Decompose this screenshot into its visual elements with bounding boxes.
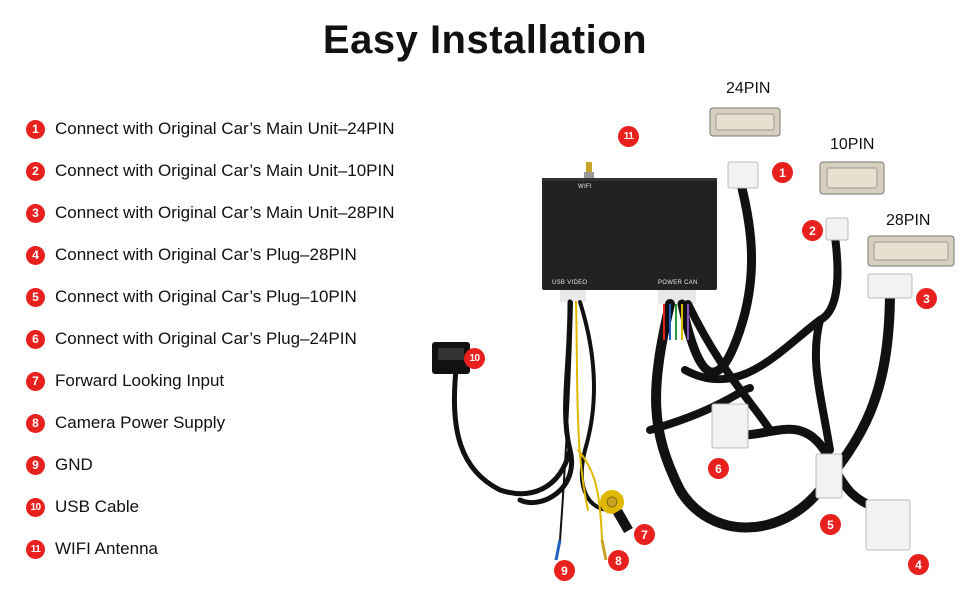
number-badge: 9 bbox=[26, 455, 45, 475]
legend-item: 8 Camera Power Supply bbox=[26, 402, 456, 444]
number-badge: 8 bbox=[26, 413, 45, 433]
number-badge: 5 bbox=[26, 287, 45, 307]
wiring-diagram: WIFI USB VIDEO POWER CAN 24PIN 10PIN 28P… bbox=[420, 70, 970, 600]
legend-item: 3 Connect with Original Car’s Main Unit–2… bbox=[26, 192, 456, 234]
interface-box bbox=[542, 178, 717, 290]
wifi-label: WIFI bbox=[578, 184, 592, 190]
number-badge: 11 bbox=[26, 539, 45, 559]
legend-item: 7 Forward Looking Input bbox=[26, 360, 456, 402]
plug-10pin-unit bbox=[825, 217, 849, 241]
callout-11: 11 bbox=[618, 126, 639, 147]
legend-text: Camera Power Supply bbox=[55, 413, 226, 432]
number-badge: 2 bbox=[26, 161, 45, 181]
main-harness bbox=[646, 175, 895, 533]
plug-10pin-car bbox=[815, 453, 843, 499]
number-badge: 3 bbox=[26, 203, 45, 223]
legend-item: 11 WIFI Antenna bbox=[26, 528, 456, 570]
number-badge: 6 bbox=[26, 329, 45, 349]
legend-text: WIFI Antenna bbox=[55, 539, 158, 558]
legend-text: Connect with Original Car’s Main Unit–28… bbox=[55, 203, 395, 222]
pin-label-10pin: 10PIN bbox=[830, 136, 875, 153]
callout-8: 8 bbox=[608, 550, 629, 571]
power-wire bbox=[600, 539, 608, 561]
legend-text: Connect with Original Car’s Main Unit–10… bbox=[55, 161, 395, 180]
pin-diagram-24pin-icon bbox=[709, 107, 781, 137]
callout-6: 6 bbox=[708, 458, 729, 479]
pin-diagram-28pin-icon bbox=[867, 235, 955, 267]
gnd-wire bbox=[554, 539, 562, 561]
pin-label-28pin: 28PIN bbox=[886, 212, 931, 229]
pin-label-24pin: 24PIN bbox=[726, 80, 771, 97]
legend-text: GND bbox=[55, 455, 93, 474]
legend-text: Forward Looking Input bbox=[55, 371, 225, 390]
callout-4: 4 bbox=[908, 554, 929, 575]
plug-24pin-car bbox=[711, 403, 749, 449]
plug-28pin-unit bbox=[867, 273, 913, 299]
power-can-label: POWER CAN bbox=[658, 280, 698, 286]
wiring-illustration bbox=[432, 107, 955, 561]
number-badge: 1 bbox=[26, 119, 45, 139]
callout-5: 5 bbox=[820, 514, 841, 535]
legend-item: 9 GND bbox=[26, 444, 456, 486]
plug-24pin-unit bbox=[727, 161, 759, 189]
legend-item: 1 Connect with Original Car’s Main Unit–2… bbox=[26, 108, 456, 150]
number-badge: 7 bbox=[26, 371, 45, 391]
legend-text: Connect with Original Car’s Plug–24PIN bbox=[55, 329, 357, 348]
legend-text: Connect with Original Car’s Plug–10PIN bbox=[55, 287, 357, 306]
plug-28pin-car bbox=[865, 499, 911, 551]
callout-3: 3 bbox=[916, 288, 937, 309]
callout-9: 9 bbox=[554, 560, 575, 581]
number-badge: 4 bbox=[26, 245, 45, 265]
pin-diagram-10pin-icon bbox=[819, 161, 885, 195]
power-wires bbox=[663, 304, 689, 340]
callout-7: 7 bbox=[634, 524, 655, 545]
callout-2: 2 bbox=[802, 220, 823, 241]
usb-video-label: USB VIDEO bbox=[552, 280, 588, 286]
usb-cable-icon bbox=[432, 342, 573, 497]
legend-text: USB Cable bbox=[55, 497, 140, 516]
wifi-antenna-icon bbox=[584, 162, 594, 180]
video-harness bbox=[517, 299, 612, 541]
legend-item: 5 Connect with Original Car’s Plug–10PIN bbox=[26, 276, 456, 318]
callout-1: 1 bbox=[772, 162, 793, 183]
number-badge: 10 bbox=[26, 497, 45, 517]
legend-item: 10 USB Cable bbox=[26, 486, 456, 528]
legend-item: 4 Connect with Original Car’s Plug–28PIN bbox=[26, 234, 456, 276]
legend-item: 6 Connect with Original Car’s Plug–24PIN bbox=[26, 318, 456, 360]
legend-text: Connect with Original Car’s Plug–28PIN bbox=[55, 245, 357, 264]
rca-connector-icon bbox=[600, 490, 633, 534]
legend-item: 2 Connect with Original Car’s Main Unit–1… bbox=[26, 150, 456, 192]
legend-text: Connect with Original Car’s Main Unit–24… bbox=[55, 119, 395, 138]
callout-10: 10 bbox=[464, 348, 485, 369]
page-title: Easy Installation bbox=[322, 18, 648, 62]
